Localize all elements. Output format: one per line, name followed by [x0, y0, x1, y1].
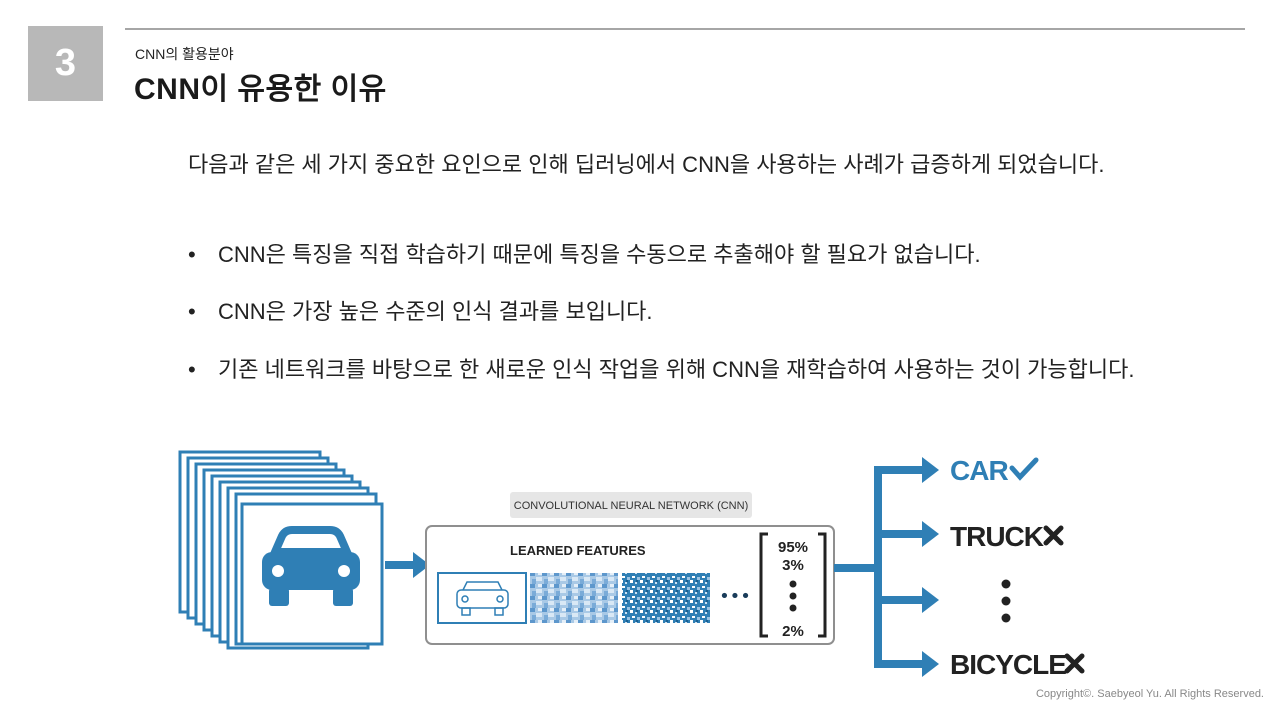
bullet-marker: • — [188, 299, 196, 324]
feature-ellipsis: ••• — [719, 586, 751, 607]
slide-title: CNN이 유용한 이유 — [134, 73, 387, 106]
output-arrows — [834, 457, 939, 677]
bullet-text: CNN은 특징을 직접 학습하기 때문에 특징을 수동으로 추출해야 할 필요가… — [218, 242, 981, 267]
learned-features-label: LEARNED FEATURES — [510, 543, 646, 558]
intro-paragraph: 다음과 같은 세 가지 중요한 요인으로 인해 딥러닝에서 CNN을 사용하는 … — [188, 152, 1105, 177]
cnn-label: CONVOLUTIONAL NEURAL NETWORK (CNN) — [514, 500, 748, 512]
probability-bracket — [759, 532, 827, 638]
output-car-label: CAR — [950, 455, 1008, 486]
probability-dots — [789, 580, 797, 612]
bullet-marker: • — [188, 242, 196, 267]
slide-subtitle: CNN의 활용분야 — [135, 46, 234, 62]
probability-bicycle: 2% — [782, 623, 804, 640]
car-icon — [262, 526, 360, 606]
feature-map-texture — [530, 573, 618, 623]
copyright-notice: Copyright©. Saebyeol Yu. All Rights Rese… — [1035, 688, 1264, 700]
output-truck-label: TRUCK — [950, 521, 1044, 552]
feature-map-pattern — [622, 573, 710, 623]
output-bicycle-label: BICYCLE — [950, 649, 1066, 680]
cnn-diagram: CONVOLUTIONAL NEURAL NETWORK (CNN) LEARN… — [178, 450, 1085, 680]
bullet-text: 기존 네트워크를 바탕으로 한 새로운 인식 작업을 위해 CNN을 재학습하여… — [218, 357, 1135, 382]
car-outline-icon — [456, 581, 509, 616]
feature-map-edges — [437, 572, 527, 624]
x-icon — [1043, 525, 1064, 546]
probability-truck: 3% — [782, 557, 804, 574]
x-icon — [1064, 653, 1085, 674]
slide-number: 3 — [28, 26, 103, 101]
check-icon — [1009, 457, 1039, 481]
output-more-dots — [1001, 579, 1011, 623]
cnn-label-box — [510, 492, 752, 518]
input-arrow — [385, 552, 430, 578]
bullet-marker: • — [188, 357, 196, 382]
bullet-text: CNN은 가장 높은 수준의 인식 결과를 보입니다. — [218, 299, 653, 324]
header-divider — [125, 28, 1245, 30]
probability-car: 95% — [778, 539, 808, 556]
